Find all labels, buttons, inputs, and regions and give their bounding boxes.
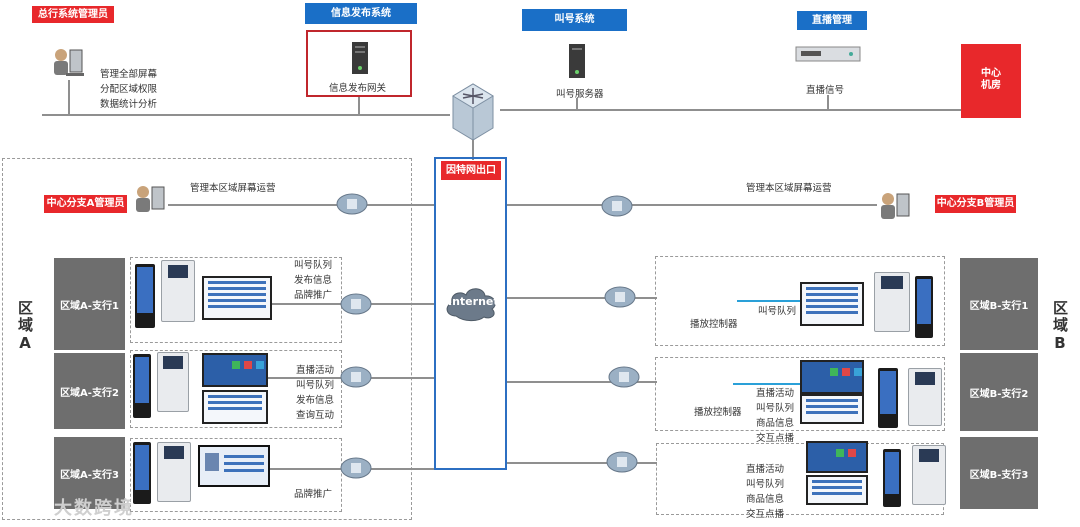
branch-a3-label: 区域A-支行3 (54, 437, 125, 509)
manage-a-text: 管理本区域屏幕运营 (190, 183, 276, 194)
kiosk-machine-icon (908, 368, 942, 426)
totem-screen-icon (135, 264, 155, 328)
totem-screen-icon (883, 449, 901, 507)
network-hub-icon (340, 457, 372, 479)
branch-b3-functions: 直播活动 叫号队列 商品信息 交互点播 (746, 464, 785, 520)
branch-a1-label: 区域A-支行1 (54, 258, 125, 350)
branch-b3-label: 区域B-支行3 (960, 437, 1038, 509)
kiosk-machine-icon (157, 352, 189, 412)
queue-system-label: 叫号系统 (522, 9, 627, 31)
live-mgmt-label: 直播管理 (797, 11, 867, 30)
brand-display-screen (198, 445, 270, 487)
egress-box (434, 157, 507, 470)
network-hub-icon (604, 286, 636, 308)
region-a-container (2, 158, 412, 520)
queue-server-icon (569, 44, 585, 78)
totem-screen-icon (133, 354, 151, 418)
internet-egress-label: 因特网出口 (441, 161, 501, 180)
branch-a2-functions: 直播活动 叫号队列 发布信息 查询互动 (296, 365, 335, 421)
branch-b1-function: 叫号队列 (758, 306, 797, 317)
admin-person-icon (54, 49, 84, 76)
branch-b-admin-label: 中心分支B管理员 (935, 195, 1016, 213)
core-switch-icon (452, 83, 494, 141)
network-hub-icon (601, 195, 633, 217)
center-room-label: 中心 机房 (961, 44, 1021, 118)
branch-a-admin-label: 中心分支A管理员 (44, 195, 127, 213)
admin-task: 分配区域权限 (100, 84, 158, 95)
region-a-side-label: 区域A (16, 300, 34, 354)
live-signal-label: 直播信号 (806, 85, 845, 96)
network-hub-icon (340, 293, 372, 315)
queue-display-screen (800, 282, 864, 326)
branch-a2-label: 区域A-支行2 (54, 353, 125, 429)
live-signal-device-icon (795, 46, 861, 62)
queue-display-screen (800, 394, 864, 424)
live-display-screen (202, 353, 268, 387)
internet-cloud-icon (446, 288, 496, 322)
admin-task: 数据统计分析 (100, 99, 158, 110)
info-gateway-box (306, 30, 412, 97)
queue-server-label: 叫号服务器 (556, 89, 604, 100)
queue-display-screen (202, 276, 272, 320)
branch-a3-function: 品牌推广 (294, 489, 333, 500)
branch-b-admin-person-icon (881, 193, 910, 219)
totem-screen-icon (133, 442, 151, 504)
kiosk-machine-icon (161, 260, 195, 322)
info-system-label: 信息发布系统 (305, 3, 417, 24)
info-gateway-label: 信息发布网关 (329, 83, 387, 94)
queue-display-screen (806, 475, 868, 505)
head-office-admin-label: 总行系统管理员 (32, 6, 114, 23)
network-hub-icon (608, 366, 640, 388)
network-hub-icon (336, 193, 368, 215)
queue-display-screen (202, 390, 268, 424)
manage-b-text: 管理本区域屏幕运营 (746, 183, 832, 194)
gateway-server-icon (352, 42, 368, 74)
kiosk-machine-icon (912, 445, 946, 505)
branch-b2-label: 区域B-支行2 (960, 353, 1038, 431)
admin-task-list: 管理全部屏幕 分配区域权限 数据统计分析 (100, 67, 157, 112)
kiosk-machine-icon (157, 442, 191, 502)
network-hub-icon (606, 451, 638, 473)
region-b-side-label: 区域B (1051, 300, 1069, 354)
network-hub-icon (340, 366, 372, 388)
admin-task: 管理全部屏幕 (100, 69, 158, 80)
live-display-screen (800, 360, 864, 394)
totem-screen-icon (915, 276, 933, 338)
kiosk-machine-icon (874, 272, 910, 332)
branch-b2-controller: 播放控制器 (694, 407, 742, 418)
live-display-screen (806, 441, 868, 473)
branch-b1-controller: 播放控制器 (690, 319, 738, 330)
watermark: 大数跨境 (54, 498, 134, 519)
branch-b2-functions: 直播活动 叫号队列 商品信息 交互点播 (756, 388, 795, 444)
branch-a-admin-person-icon (136, 186, 165, 212)
branch-a1-functions: 叫号队列 发布信息 品牌推广 (294, 260, 333, 301)
totem-screen-icon (878, 368, 898, 428)
internet-label: Internet (448, 295, 499, 308)
branch-b1-label: 区域B-支行1 (960, 258, 1038, 350)
